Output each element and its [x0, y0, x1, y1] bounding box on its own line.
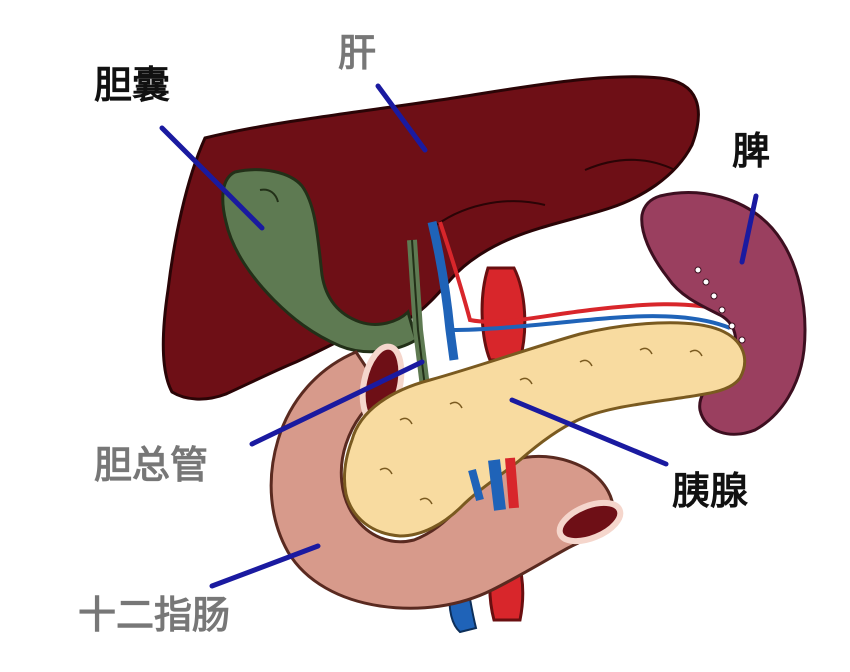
hepatic-ducts — [407, 220, 731, 396]
label-gallbladder: 胆囊 — [94, 63, 171, 107]
pointer-line-spleen — [739, 193, 759, 265]
pancreas-texture — [379, 347, 703, 505]
duodenum-opening-right — [556, 499, 624, 545]
label-spleen: 脾 — [732, 129, 771, 173]
label-duodenum: 十二指肠 — [78, 593, 231, 637]
label-liver: 肝 — [338, 31, 377, 75]
label-common-bile-duct: 胆总管 — [94, 443, 209, 487]
pointer-line-gallbladder — [159, 125, 265, 231]
pointer-line-common-bile-duct — [249, 359, 425, 447]
spleen — [640, 191, 807, 436]
pointer-line-liver — [375, 83, 428, 153]
pointer-line-pancreas — [509, 397, 669, 467]
mesenteric-vessels — [468, 457, 519, 511]
label-pancreas: 胰腺 — [672, 469, 749, 513]
pointer-line-duodenum — [209, 543, 321, 589]
pancreas — [342, 321, 747, 538]
splenic-hilum-dots — [694, 266, 746, 344]
pointer-lines — [159, 83, 759, 589]
